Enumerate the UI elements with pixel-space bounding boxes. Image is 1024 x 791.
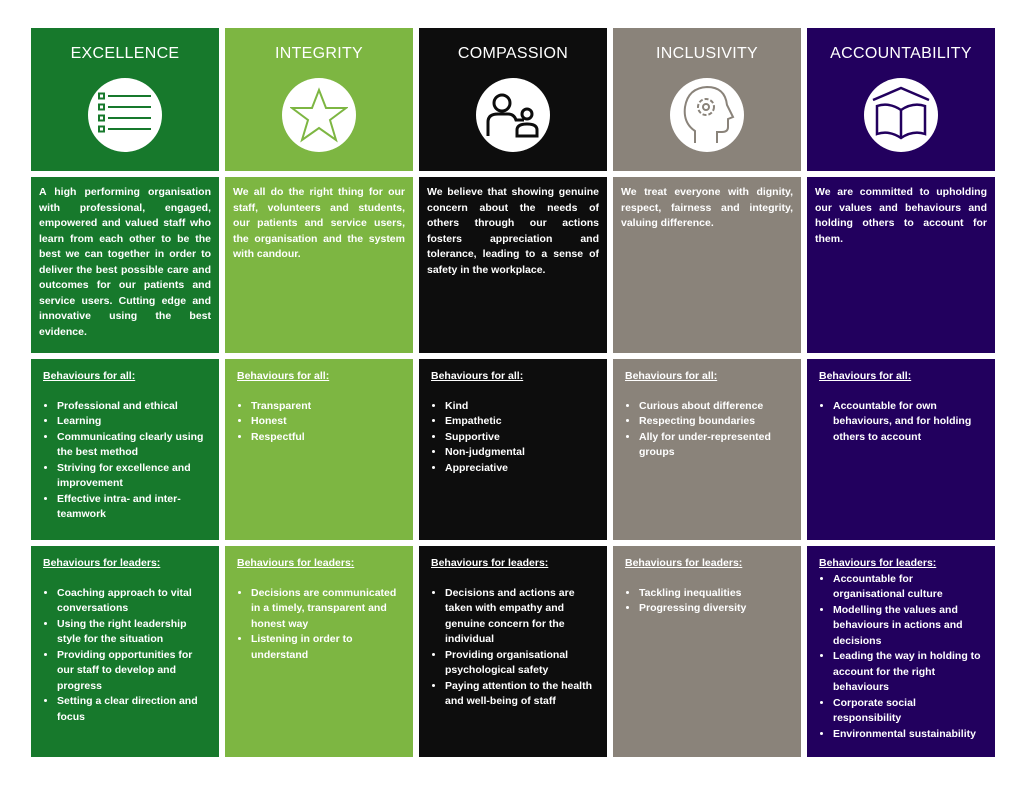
inclusivity-behaviours-all: Behaviours for all: Curious about differe… — [613, 359, 801, 540]
head-gear-icon — [670, 77, 744, 152]
inclusivity-behaviours-leaders: Behaviours for leaders: Tackling inequali… — [613, 546, 801, 757]
inclusivity-header: INCLUSIVITY — [613, 28, 801, 171]
caring-person-icon — [476, 77, 550, 152]
value-title: INCLUSIVITY — [656, 45, 758, 62]
list-item: Respecting boundaries — [639, 414, 793, 430]
value-title: COMPASSION — [457, 45, 569, 62]
excellence-behaviours-leaders: Behaviours for leaders: Coaching approach… — [31, 546, 219, 757]
list-item: Leading the way in holding to account fo… — [833, 649, 987, 696]
list-item: Non-judgmental — [445, 445, 599, 461]
integrity-description: We all do the right thing for our staff,… — [225, 177, 413, 353]
list-item: Decisions are communicated in a timely, … — [251, 586, 405, 633]
excellence-behaviours-all: Behaviours for all: Professional and ethi… — [31, 359, 219, 540]
section-label: Behaviours for leaders: — [819, 557, 937, 569]
inclusivity-description: We treat everyone with dignity, respect,… — [613, 177, 801, 353]
value-title: INTEGRITY — [274, 45, 364, 62]
list-item: Environmental sustainability — [833, 727, 987, 743]
list-item: Professional and ethical — [57, 399, 211, 415]
list-item: Providing organisational psychological s… — [445, 648, 599, 679]
star-icon — [282, 77, 356, 152]
list-item: Setting a clear direction and focus — [57, 694, 211, 725]
integrity-behaviours-all: Behaviours for all: TransparentHonestResp… — [225, 359, 413, 540]
list-item: Supportive — [445, 430, 599, 446]
compassion-description: We believe that showing genuine concern … — [419, 177, 607, 353]
excellence-description: A high performing organisation with prof… — [31, 177, 219, 353]
value-title: ACCOUNTABILITY — [830, 45, 972, 62]
list-item: Transparent — [251, 399, 405, 415]
list-item: Effective intra- and inter-teamwork — [57, 492, 211, 523]
list-item: Striving for excellence and improvement — [57, 461, 211, 492]
value-title: EXCELLENCE — [70, 45, 180, 62]
book-house-icon — [864, 77, 938, 152]
list-item: Kind — [445, 399, 599, 415]
section-label: Behaviours for leaders: — [237, 557, 355, 569]
excellence-header: EXCELLENCE — [31, 28, 219, 171]
section-label: Behaviours for all: — [431, 370, 524, 382]
list-item: Ally for under-represented groups — [639, 430, 793, 461]
list-item: Paying attention to the health and well-… — [445, 679, 599, 710]
list-item: Tackling inequalities — [639, 586, 793, 602]
list-item: Corporate social responsibility — [833, 696, 987, 727]
integrity-behaviours-leaders: Behaviours for leaders: Decisions are com… — [225, 546, 413, 757]
accountability-description: We are committed to upholding our values… — [807, 177, 995, 353]
section-label: Behaviours for leaders: — [431, 557, 549, 569]
list-item: Honest — [251, 414, 405, 430]
list-item: Decisions and actions are taken with emp… — [445, 586, 599, 648]
list-item: Providing opportunities for our staff to… — [57, 648, 211, 695]
values-grid: EXCELLENCE INTEGRITY COMPASSION INCLUSIVITY… — [31, 28, 995, 757]
list-item: Respectful — [251, 430, 405, 446]
section-label: Behaviours for all: — [819, 370, 912, 382]
list-item: Curious about difference — [639, 399, 793, 415]
list-item: Communicating clearly using the best met… — [57, 430, 211, 461]
compassion-header: COMPASSION — [419, 28, 607, 171]
integrity-header: INTEGRITY — [225, 28, 413, 171]
list-item: Progressing diversity — [639, 601, 793, 617]
section-label: Behaviours for all: — [625, 370, 718, 382]
list-item: Modelling the values and behaviours in a… — [833, 603, 987, 650]
accountability-behaviours-all: Behaviours for all: Accountable for own b… — [807, 359, 995, 540]
list-item: Using the right leadership style for the… — [57, 617, 211, 648]
compassion-behaviours-all: Behaviours for all: KindEmpatheticSupport… — [419, 359, 607, 540]
list-item: Coaching approach to vital conversations — [57, 586, 211, 617]
section-label: Behaviours for leaders: — [43, 557, 161, 569]
checklist-icon — [88, 77, 162, 152]
list-item: Accountable for own behaviours, and for … — [833, 399, 987, 446]
compassion-behaviours-leaders: Behaviours for leaders: Decisions and act… — [419, 546, 607, 757]
accountability-header: ACCOUNTABILITY — [807, 28, 995, 171]
list-item: Learning — [57, 414, 211, 430]
section-label: Behaviours for all: — [43, 370, 136, 382]
list-item: Appreciative — [445, 461, 599, 477]
list-item: Listening in order to understand — [251, 632, 405, 663]
list-item: Accountable for organisational culture — [833, 572, 987, 603]
accountability-behaviours-leaders: Behaviours for leaders: Accountable for o… — [807, 546, 995, 757]
section-label: Behaviours for leaders: — [625, 557, 743, 569]
section-label: Behaviours for all: — [237, 370, 330, 382]
list-item: Empathetic — [445, 414, 599, 430]
